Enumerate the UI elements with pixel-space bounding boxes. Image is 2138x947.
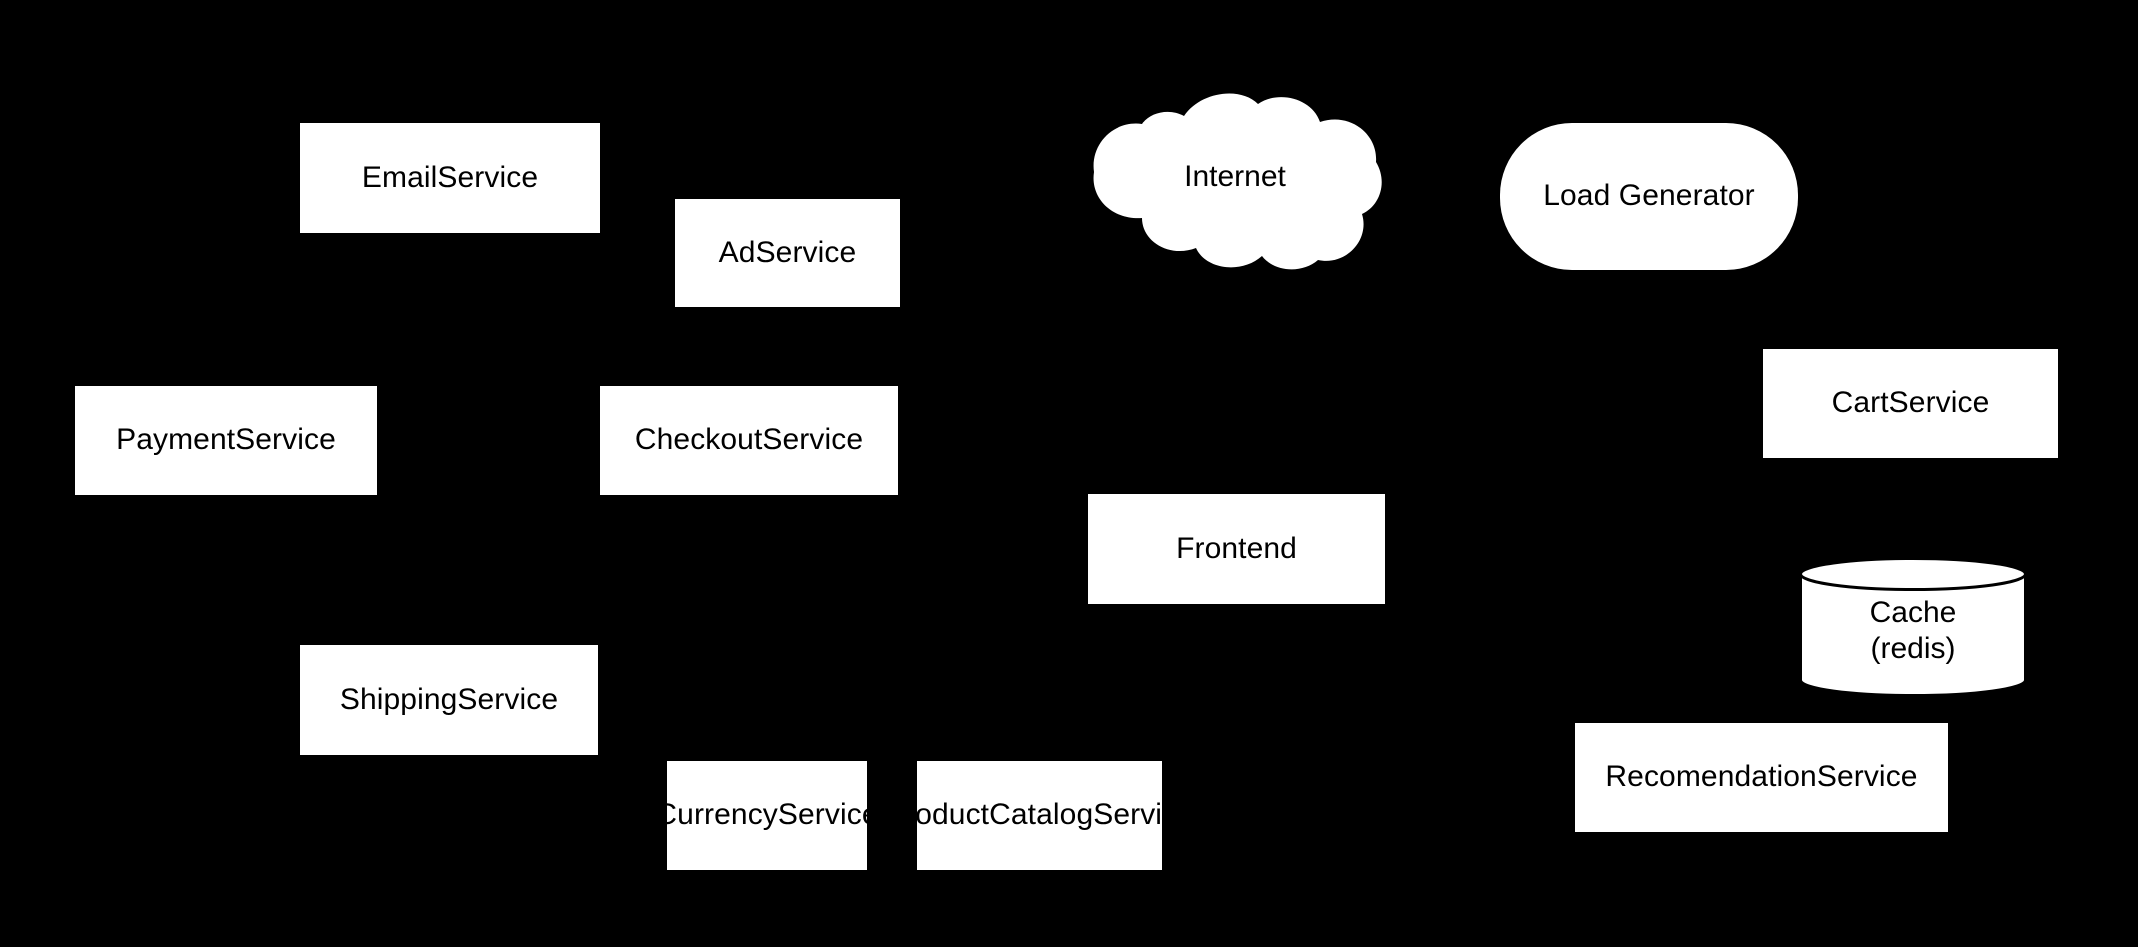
- node-label-ad-service: AdService: [718, 235, 857, 269]
- node-label-currency-service: CurrencyService: [655, 798, 879, 832]
- node-email-service[interactable]: EmailService: [300, 123, 600, 233]
- node-checkout-service[interactable]: CheckoutService: [600, 386, 898, 495]
- node-ad-service[interactable]: AdService: [675, 199, 900, 307]
- node-internet[interactable]: Internet: [1088, 88, 1382, 270]
- node-label-frontend: Frontend: [1176, 531, 1297, 565]
- node-label-email-service: EmailService: [361, 160, 539, 194]
- node-product-catalog-service[interactable]: ProductCatalogService: [885, 761, 1194, 870]
- node-label-load-generator: Load Generator: [1543, 179, 1755, 213]
- database-cylinder-icon: [1799, 557, 2027, 697]
- node-load-generator[interactable]: Load Generator: [1500, 123, 1798, 270]
- node-cart-service[interactable]: CartService: [1763, 349, 2058, 458]
- node-label-checkout-service: CheckoutService: [634, 423, 864, 457]
- node-currency-service[interactable]: CurrencyService: [655, 761, 879, 870]
- node-recomendation-service[interactable]: RecomendationService: [1575, 723, 1948, 832]
- node-label-product-catalog-service: ProductCatalogService: [885, 798, 1194, 832]
- node-shipping-service[interactable]: ShippingService: [300, 645, 598, 755]
- node-payment-service[interactable]: PaymentService: [75, 386, 377, 495]
- node-label-recomendation-service: RecomendationService: [1605, 760, 1918, 794]
- node-frontend[interactable]: Frontend: [1088, 494, 1385, 604]
- node-label-payment-service: PaymentService: [116, 423, 336, 457]
- node-label-cart-service: CartService: [1831, 386, 1990, 420]
- node-cache-redis[interactable]: Cache (redis): [1799, 557, 2027, 697]
- cloud-icon: [1088, 88, 1382, 270]
- node-label-shipping-service: ShippingService: [339, 682, 559, 716]
